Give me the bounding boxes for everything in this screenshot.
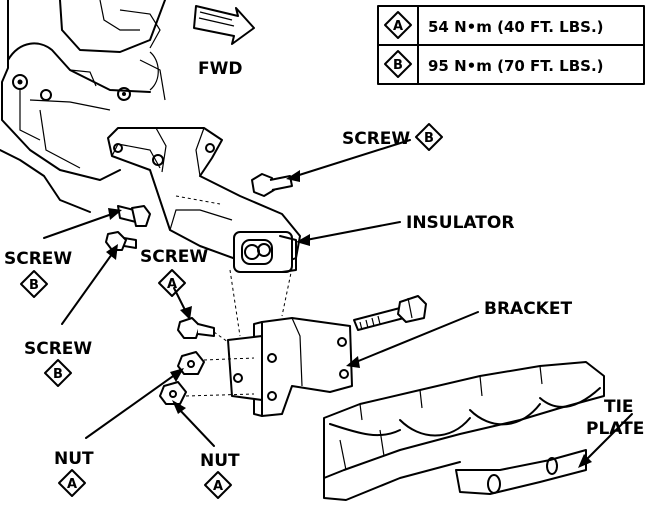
callout-screw-a-center-key: A [167, 277, 177, 292]
screw-a-center-part [177, 317, 215, 339]
torque-value-b: 95 N•m (70 FT. LBS.) [428, 57, 604, 75]
engine-mount-insulator [233, 231, 297, 273]
frame-bracket [227, 317, 353, 417]
callout-nut-a-right: NUT A [200, 451, 240, 499]
torque-key-a-letter: A [393, 19, 403, 34]
long-bolt [353, 295, 427, 331]
callout-screw-b-left-upper-key: B [29, 278, 39, 293]
callout-screw-b-left-lower-key: B [53, 367, 63, 382]
callout-insulator: INSULATOR [406, 213, 514, 233]
forward-arrow-icon [193, 5, 255, 45]
torque-key-a-diamond: A [384, 11, 412, 39]
fwd-label: FWD [198, 59, 242, 79]
callout-screw-a-center-text: SCREW [140, 247, 208, 267]
callout-tie-plate-line2: PLATE [586, 419, 644, 439]
nut-a-lower-part [159, 381, 187, 405]
screw-b-top-right-part [251, 173, 293, 197]
forward-direction-indicator: FWD [193, 5, 255, 79]
callout-nut-a-left: NUT A [54, 449, 94, 497]
callout-nut-a-left-key: A [67, 477, 77, 492]
callout-nut-a-left-text: NUT [54, 449, 94, 469]
callout-screw-b-top-right: SCREW B [342, 123, 443, 151]
tie-plate-crossmember [323, 361, 605, 501]
torque-key-b-diamond: B [384, 50, 412, 78]
callout-key-diamond-icon [20, 270, 48, 298]
callout-nut-a-right-key: A [213, 479, 223, 494]
callout-screw-b-left-lower: SCREW B [24, 339, 92, 387]
callout-key-diamond-icon [158, 269, 186, 297]
callout-bracket: BRACKET [484, 299, 572, 319]
callout-key-diamond-icon [204, 471, 232, 499]
callout-screw-b-top-right-text: SCREW [342, 129, 410, 149]
torque-spec-table: A B 54 N•m (40 FT. LBS.) 95 N•m (70 FT. … [377, 5, 645, 85]
callout-screw-b-left-upper: SCREW B [4, 249, 72, 298]
callout-key-diamond-icon [415, 123, 443, 151]
callout-key-diamond-icon [58, 469, 86, 497]
alignment-lines [185, 267, 293, 397]
callout-screw-a-center: SCREW A [140, 247, 208, 297]
nut-a-upper-part [177, 351, 205, 375]
callout-tie-plate-line1: TIE [604, 397, 634, 417]
callout-screw-b-left-lower-text: SCREW [24, 339, 92, 359]
callout-key-diamond-icon [44, 359, 72, 387]
torque-key-b-letter: B [393, 58, 403, 73]
callout-screw-b-top-right-key: B [424, 131, 434, 146]
engine-block-illustration [0, 0, 166, 213]
callout-screw-b-left-upper-text: SCREW [4, 249, 72, 269]
screw-b-left-lower-part [105, 231, 137, 251]
torque-value-a: 54 N•m (40 FT. LBS.) [428, 18, 604, 36]
callout-nut-a-right-text: NUT [200, 451, 240, 471]
leader-arrows [43, 139, 633, 468]
screw-b-left-upper-part [117, 205, 151, 227]
